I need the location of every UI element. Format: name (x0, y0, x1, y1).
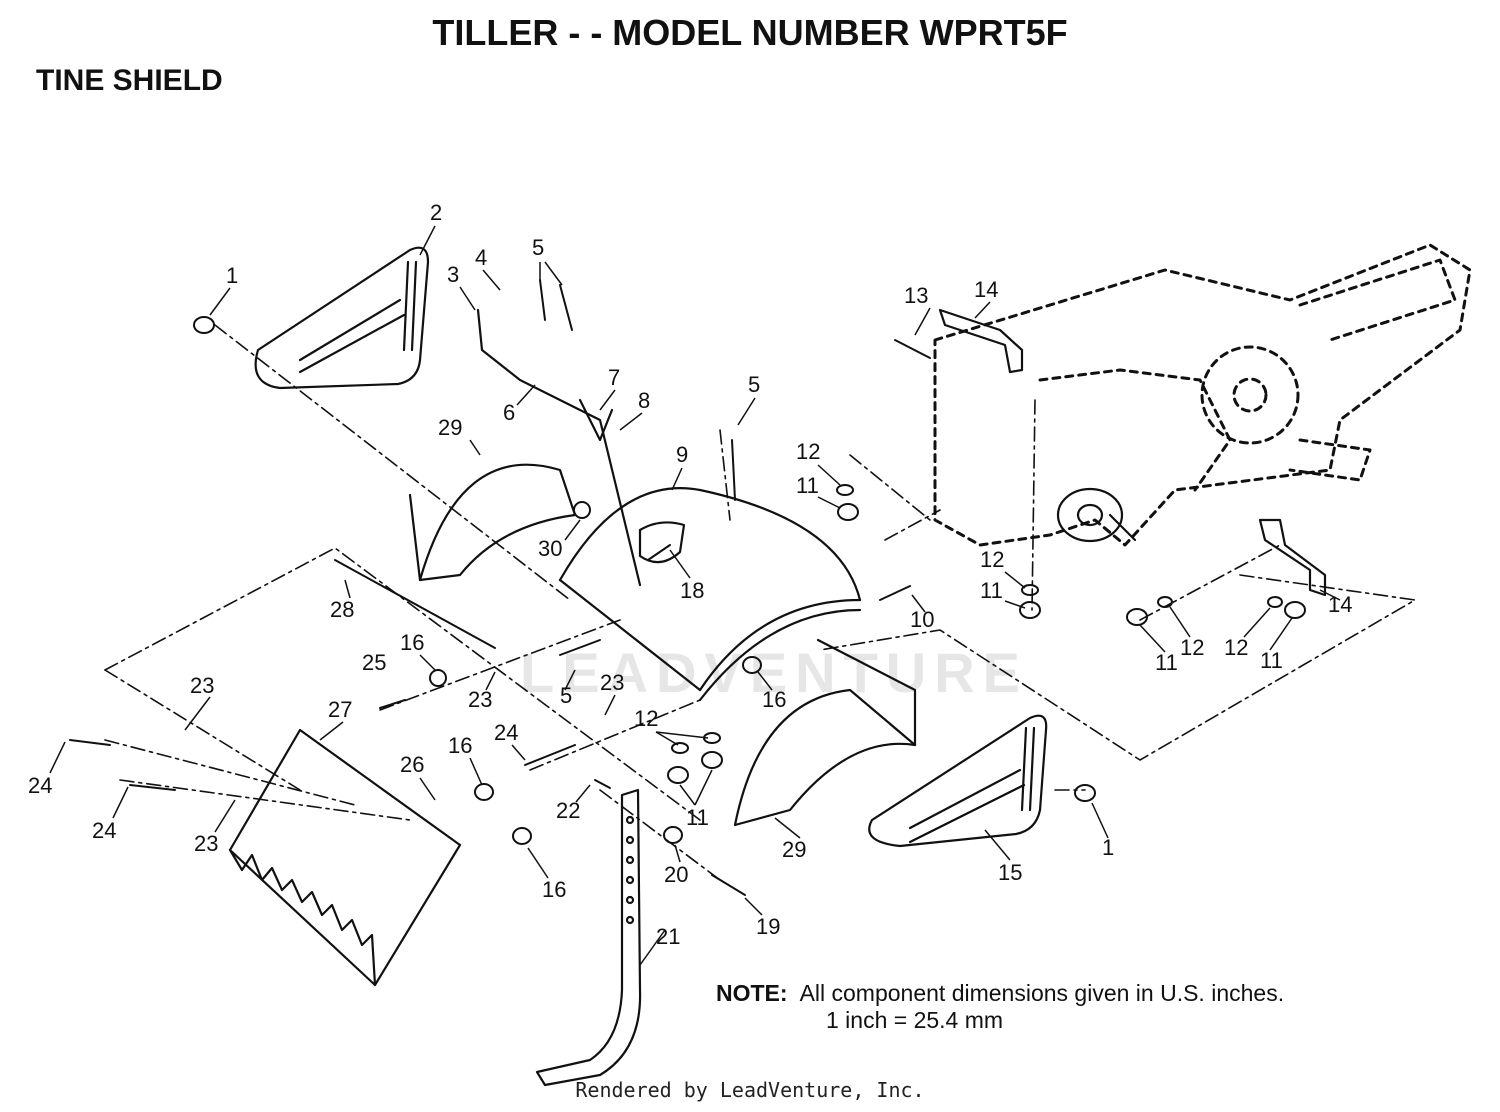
callout-12: 12 (634, 706, 658, 731)
assembly-guides (104, 324, 1416, 881)
tine-shield-hood (558, 487, 862, 702)
callout-29: 29 (438, 415, 462, 440)
callout-13: 13 (904, 283, 928, 308)
note-line-1: All component dimensions given in U.S. i… (799, 980, 1285, 1006)
bracket-upper (938, 308, 1024, 374)
callout-labels: 1 2 3 4 5 6 7 8 29 9 5 30 18 28 13 14 12… (28, 200, 1352, 949)
callout-16: 16 (542, 877, 566, 902)
callout-20: 20 (664, 862, 688, 887)
callout-23: 23 (190, 673, 214, 698)
watermark: LEADVENTURE (520, 641, 1029, 704)
callout-12: 12 (980, 547, 1004, 572)
callout-14: 14 (974, 277, 998, 302)
callout-23: 23 (600, 670, 624, 695)
callout-2: 2 (430, 200, 442, 225)
callout-1: 1 (226, 263, 238, 288)
side-plate-left (254, 246, 430, 390)
callout-12: 12 (1224, 635, 1248, 660)
callout-29: 29 (782, 837, 806, 862)
callout-27: 27 (328, 697, 352, 722)
callout-24: 24 (92, 818, 116, 843)
side-plate-right (868, 714, 1048, 848)
depth-bar (535, 788, 642, 1087)
callout-15: 15 (998, 860, 1022, 885)
callout-5: 5 (560, 683, 572, 708)
tine-flap-right (733, 638, 917, 827)
dimension-note: NOTE: All component dimensions given in U… (716, 980, 1284, 1034)
callout-10: 10 (910, 607, 934, 632)
callout-5: 5 (748, 372, 760, 397)
section-title: TINE SHIELD (36, 64, 223, 97)
callout-8: 8 (638, 388, 650, 413)
callout-11: 11 (1260, 648, 1283, 673)
callout-16: 16 (400, 630, 424, 655)
drag-bar (228, 728, 462, 987)
callout-18: 18 (680, 578, 704, 603)
callout-11: 11 (980, 578, 1003, 603)
footer-credit: Rendered by LeadVenture, Inc. (575, 1078, 925, 1102)
page-title: TILLER - - MODEL NUMBER WPRT5F (432, 12, 1068, 53)
callout-16: 16 (448, 733, 472, 758)
bracket-lower (1258, 518, 1327, 597)
callout-11: 11 (1155, 650, 1178, 675)
callout-11: 11 (686, 805, 709, 830)
note-line-2: 1 inch = 25.4 mm (826, 1007, 1004, 1033)
callout-5: 5 (532, 235, 544, 260)
callout-16: 16 (762, 687, 786, 712)
callout-19: 19 (756, 914, 780, 939)
callout-6: 6 (503, 400, 515, 425)
tine-shaft-hub (1056, 487, 1137, 543)
callout-24: 24 (28, 773, 52, 798)
callout-26: 26 (400, 752, 424, 777)
callout-24: 24 (494, 720, 518, 745)
callout-11: 11 (796, 473, 819, 498)
callout-9: 9 (676, 442, 688, 467)
callout-25: 25 (362, 650, 386, 675)
callout-23: 23 (194, 831, 218, 856)
callout-1: 1 (1102, 835, 1114, 860)
hardware-fasteners (69, 279, 1306, 896)
callout-4: 4 (475, 245, 487, 270)
control-rod (476, 308, 642, 587)
callout-23: 23 (468, 687, 492, 712)
tine-flap-left (408, 463, 577, 582)
engine-frame-outline (933, 243, 1472, 547)
callout-7: 7 (608, 365, 620, 390)
callout-3: 3 (447, 262, 459, 287)
callout-12: 12 (796, 439, 820, 464)
note-label: NOTE: (716, 980, 788, 1006)
leader-lines (49, 225, 1341, 966)
callout-30: 30 (538, 536, 562, 561)
callout-12: 12 (1180, 635, 1204, 660)
callout-28: 28 (330, 597, 354, 622)
